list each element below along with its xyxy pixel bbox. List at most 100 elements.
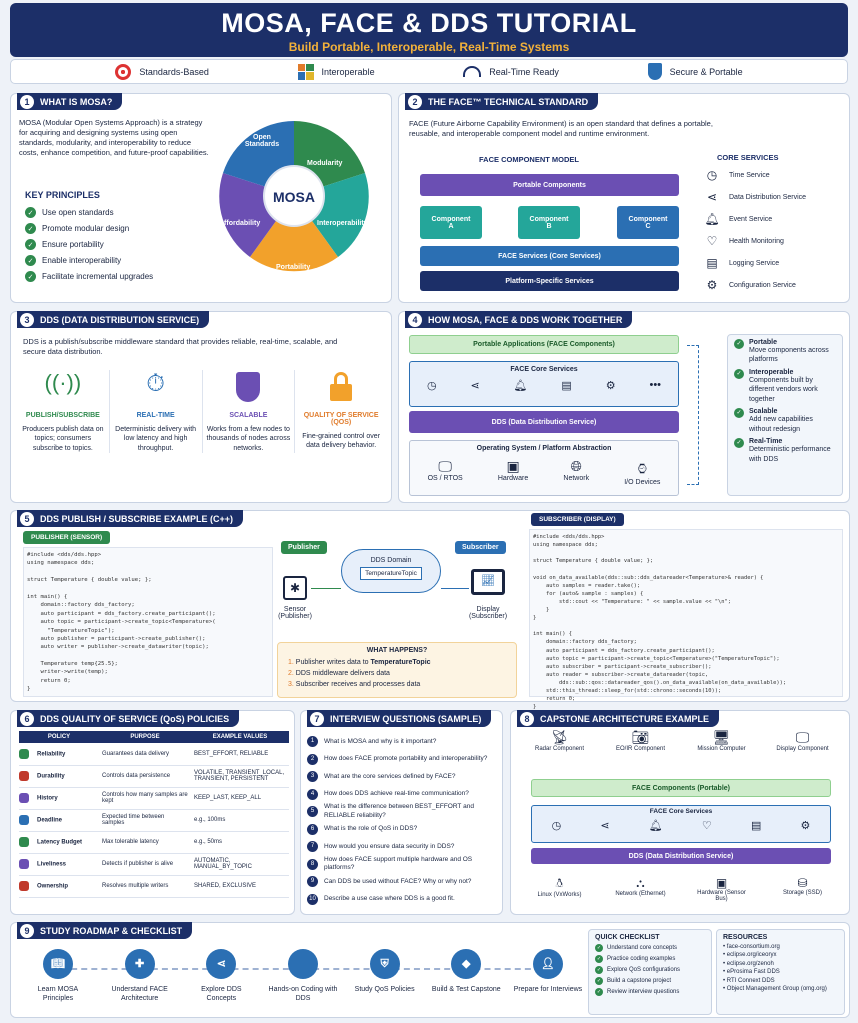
check-icon: ✓ bbox=[595, 955, 603, 963]
qos-table: POLICY PURPOSE EXAMPLE VALUES Reliabilit… bbox=[19, 731, 289, 898]
subscriber-label: Subscriber bbox=[455, 541, 506, 554]
question-number: 5 bbox=[307, 806, 318, 818]
monitor-icon: 🖵 bbox=[795, 729, 810, 745]
feature-label: Real-Time Ready bbox=[489, 66, 559, 77]
principle-item: ✓Use open standards bbox=[25, 207, 205, 218]
globe-icon: 🌐︎ bbox=[570, 458, 582, 474]
resource-link[interactable]: • eclipse.org/zenoh bbox=[723, 960, 774, 967]
antenna-icon: ((·)) bbox=[44, 370, 82, 395]
principle-item: ✓Facilitate incremental upgrades bbox=[25, 271, 205, 282]
dds-feature-qos: QUALITY OF SERVICE (QOS) Fine-grained co… bbox=[295, 370, 387, 453]
section-number: 2 bbox=[408, 94, 422, 109]
check-icon: ✓ bbox=[595, 977, 603, 985]
face-services-bar: FACE Services (Core Services) bbox=[420, 246, 679, 266]
roadmap-step: 📖︎Learn MOSA Principles bbox=[23, 949, 93, 1003]
table-row: Reliability Guarantees data delivery BES… bbox=[19, 743, 289, 765]
document-icon: ▤ bbox=[561, 380, 572, 392]
what-happens-box: WHAT HAPPENS? 1. Publisher writes data t… bbox=[277, 642, 517, 698]
storage-icon: ⛁ bbox=[797, 876, 808, 890]
database-icon bbox=[19, 771, 29, 781]
share-icon: ⋖ bbox=[706, 190, 718, 204]
section-number: 1 bbox=[20, 94, 34, 109]
mosa-description: MOSA (Modular Open Systems Approach) is … bbox=[19, 118, 209, 158]
puzzle-icon: ✚ bbox=[124, 949, 155, 979]
network-icon: ⛬ bbox=[636, 876, 645, 890]
roadmap-step: ◆Build & Test Capstone bbox=[431, 949, 501, 1003]
core-service-item: ⚙Configuration Service bbox=[703, 274, 843, 296]
history-icon bbox=[19, 793, 29, 803]
column-header: EXAMPLE VALUES bbox=[212, 734, 268, 740]
question-number: 8 bbox=[307, 858, 318, 870]
table-row: Latency Budget Max tolerable latency e.g… bbox=[19, 831, 289, 853]
key-principles-title: KEY PRINCIPLES bbox=[25, 190, 100, 200]
camera-icon: 📷︎ bbox=[631, 729, 650, 745]
capstone-top-row: 📡︎Radar Component 📷︎EO/IR Component 🖥︎Mi… bbox=[519, 729, 843, 752]
question-number: 2 bbox=[307, 753, 318, 765]
core-services-list: ◷Time Service ⋖Data Distribution Service… bbox=[703, 164, 843, 296]
gear-icon: ⚙ bbox=[605, 380, 616, 392]
feature-realtime: Real-Time Ready bbox=[463, 66, 559, 77]
monitor-icon: 📈︎ bbox=[471, 569, 505, 595]
wheel-open-standards: Open Standards bbox=[244, 134, 280, 148]
clock-icon: ◷ bbox=[426, 380, 437, 392]
publisher-code: #include <dds/dds.hpp> using namespace d… bbox=[23, 547, 273, 697]
table-row: History Controls how many samples are ke… bbox=[19, 787, 289, 809]
roadmap-step: Hands-on Coding with DDS bbox=[268, 949, 338, 1003]
section-header: 3 DDS (DATA DISTRIBUTION SERVICE) bbox=[17, 311, 210, 328]
shield-icon bbox=[647, 63, 662, 80]
check-icon: ✓ bbox=[25, 255, 36, 266]
feature-label: Standards-Based bbox=[139, 66, 209, 77]
feature-standards: Standards-Based bbox=[115, 63, 209, 80]
core-service-item: 🔔︎Event Service bbox=[704, 212, 773, 226]
page-title: MOSA, FACE & DDS TUTORIAL bbox=[221, 8, 637, 38]
principle-item: ✓Promote modular design bbox=[25, 223, 205, 234]
feature-interoperable: Interoperable bbox=[297, 63, 375, 80]
checklist-item: ✓Build a capstone project bbox=[595, 977, 672, 985]
shield-icon bbox=[236, 372, 261, 402]
resource-link[interactable]: • eProsima Fast DDS bbox=[723, 969, 780, 975]
section-title: INTERVIEW QUESTIONS (SAMPLE) bbox=[330, 713, 482, 724]
antenna-icon: 📡︎ bbox=[550, 729, 569, 745]
person-icon: 🖥︎ bbox=[712, 729, 731, 745]
check-icon: ✓ bbox=[734, 339, 744, 349]
section-number: 9 bbox=[20, 923, 34, 938]
section-number: 3 bbox=[20, 312, 34, 327]
chip-icon: ▣ bbox=[506, 458, 520, 474]
principle-item: ✓Ensure portability bbox=[25, 239, 205, 250]
component-c: Component C bbox=[617, 206, 679, 239]
mosa-wheel bbox=[219, 121, 369, 272]
wheel-interoperability: Interoperability bbox=[317, 220, 368, 227]
feature-secure: Secure & Portable bbox=[647, 63, 743, 80]
check-icon: ✓ bbox=[734, 408, 744, 419]
column-header: PURPOSE bbox=[130, 734, 160, 740]
feature-strip: Standards-Based Interoperable Real-Time … bbox=[10, 59, 848, 84]
heart-icon: ♡ bbox=[706, 234, 718, 248]
resource-link[interactable]: • Object Management Group (omg.org) bbox=[723, 986, 827, 992]
check-icon: ✓ bbox=[734, 438, 744, 449]
page-subtitle: Build Portable, Interoperable, Real-Time… bbox=[288, 40, 570, 54]
stopwatch-icon: ⏱ bbox=[146, 370, 165, 397]
resource-link[interactable]: • RTI Connext DDS bbox=[723, 977, 775, 984]
resource-link[interactable]: • eclipse.org/iceoryx bbox=[723, 952, 777, 958]
roadmap-step: ⛨Study QoS Policies bbox=[350, 949, 420, 1003]
checklist-item: ✓Understand core concepts bbox=[595, 944, 678, 952]
check-icon: ✓ bbox=[734, 368, 744, 379]
resource-link[interactable]: • face-consortium.org bbox=[723, 943, 780, 950]
table-row: Deadline Expected time between samples e… bbox=[19, 809, 289, 831]
dds-features: ((·)) PUBLISH/SUBSCRIBE Producers publis… bbox=[17, 370, 387, 454]
question-number: 1 bbox=[307, 736, 318, 748]
section-number: 7 bbox=[310, 711, 324, 726]
linux-icon: 🐧︎ bbox=[555, 876, 564, 890]
bell-icon: 🔔︎ bbox=[704, 212, 720, 226]
section-title: DDS (DATA DISTRIBUTION SERVICE) bbox=[40, 314, 200, 325]
section-number: 6 bbox=[20, 711, 34, 726]
platform-services-bar: Platform-Specific Services bbox=[420, 271, 679, 291]
dds-domain-cloud: DDS Domain TemperatureTopic bbox=[341, 549, 441, 593]
